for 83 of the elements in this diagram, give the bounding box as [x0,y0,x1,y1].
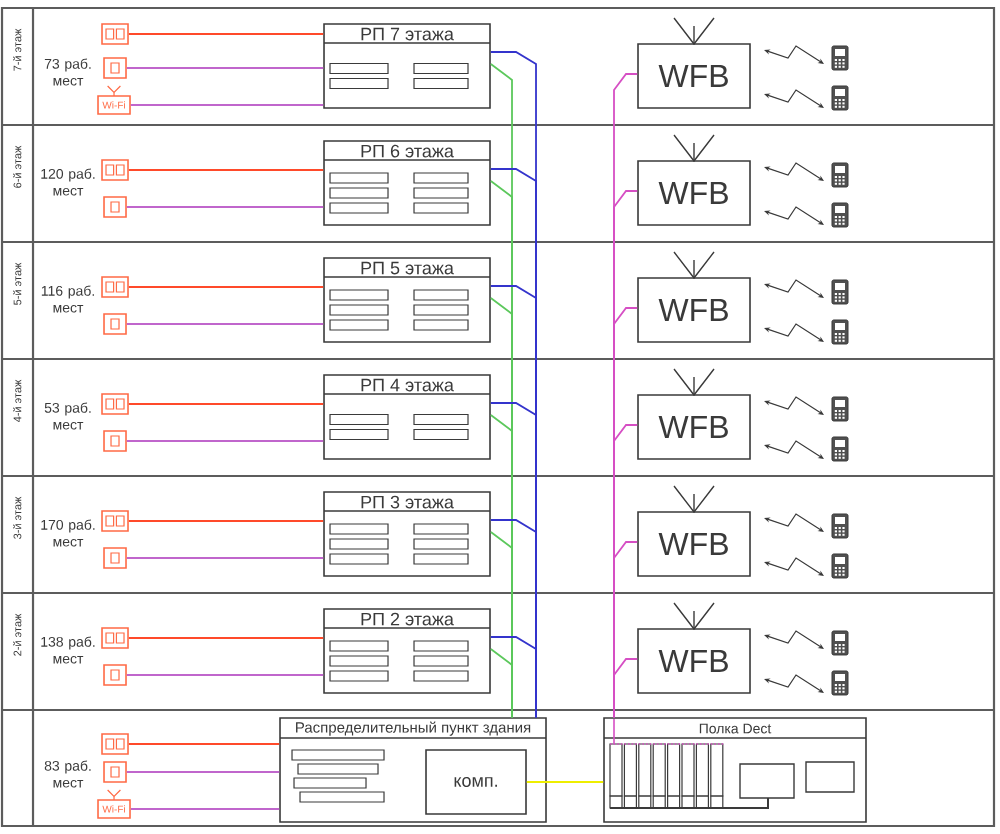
switch-box [297,763,379,775]
patch-panel-box [413,202,469,214]
single-socket [103,57,127,79]
switch-box [329,428,389,441]
cabinet-box: РП 2 этажа [323,608,491,694]
patch-panel-box [413,428,469,441]
patch-panel-box [413,655,469,667]
patch-panel-box [413,304,469,316]
cable-line [127,520,325,522]
patch-panel-box [413,319,469,331]
base-station-box: WFB [637,628,751,694]
single-socket [103,547,127,569]
switch-box [291,749,385,761]
cable-line [125,674,325,676]
cable-line [129,104,325,106]
patch-panel-box [413,77,469,90]
patch-panel-box [413,289,469,301]
patch-panel-box [413,538,469,550]
double-socket [101,276,129,298]
double-socket [101,23,129,45]
cable-line [125,67,325,69]
base-station-box: WFB [637,511,751,577]
single-socket [103,761,127,783]
switch-box [329,319,389,331]
equipment-box: комп. [425,749,527,815]
switch-box [329,640,389,652]
base-station-box: WFB [637,43,751,109]
patch-panel-box [413,62,469,75]
patch-panel-box [413,670,469,682]
double-socket [101,627,129,649]
cable-line [489,636,537,719]
cable-line [125,323,325,325]
double-socket [101,510,129,532]
patch-panel-box [413,523,469,535]
cable-line [127,286,325,288]
base-station-box: WFB [637,160,751,226]
cable-line [127,743,281,745]
cabinet-box: РП 6 этажа [323,140,491,226]
base-station-box: WFB [637,394,751,460]
cable-line [125,557,325,559]
switch-box [329,538,389,550]
cable-line [125,206,325,208]
cable-line [127,637,325,639]
cabinet-box: РП 7 этажа [323,23,491,109]
cabinet-box: РП 3 этажа [323,491,491,577]
cable-line [125,771,281,773]
patch-panel-box [413,553,469,565]
single-socket [103,430,127,452]
switch-box [329,553,389,565]
switch-box [329,304,389,316]
cable-line [127,33,325,35]
patch-panel-box [413,413,469,426]
switch-box [293,777,367,789]
patch-panel-box [413,640,469,652]
double-socket [101,733,129,755]
double-socket [101,393,129,415]
cable-line [125,440,325,442]
switch-box [329,523,389,535]
switch-box [299,791,385,803]
single-socket [103,664,127,686]
switch-box [329,289,389,301]
switch-box [329,202,389,214]
switch-box [329,655,389,667]
switch-box [329,62,389,75]
cable-line [129,808,281,810]
cable-line [613,658,639,719]
switch-box [329,172,389,184]
cable-line [127,169,325,171]
single-socket [103,313,127,335]
cabinet-box: РП 4 этажа [323,374,491,460]
switch-box [329,77,389,90]
cable-line [489,648,513,719]
switch-box [329,187,389,199]
cabinet-box: РП 5 этажа [323,257,491,343]
patch-panel-box [413,172,469,184]
switch-box [329,413,389,426]
single-socket [103,196,127,218]
patch-panel-box [413,187,469,199]
double-socket [101,159,129,181]
cable-line [127,403,325,405]
base-station-box: WFB [637,277,751,343]
switch-box [329,670,389,682]
cable-line [525,781,605,783]
